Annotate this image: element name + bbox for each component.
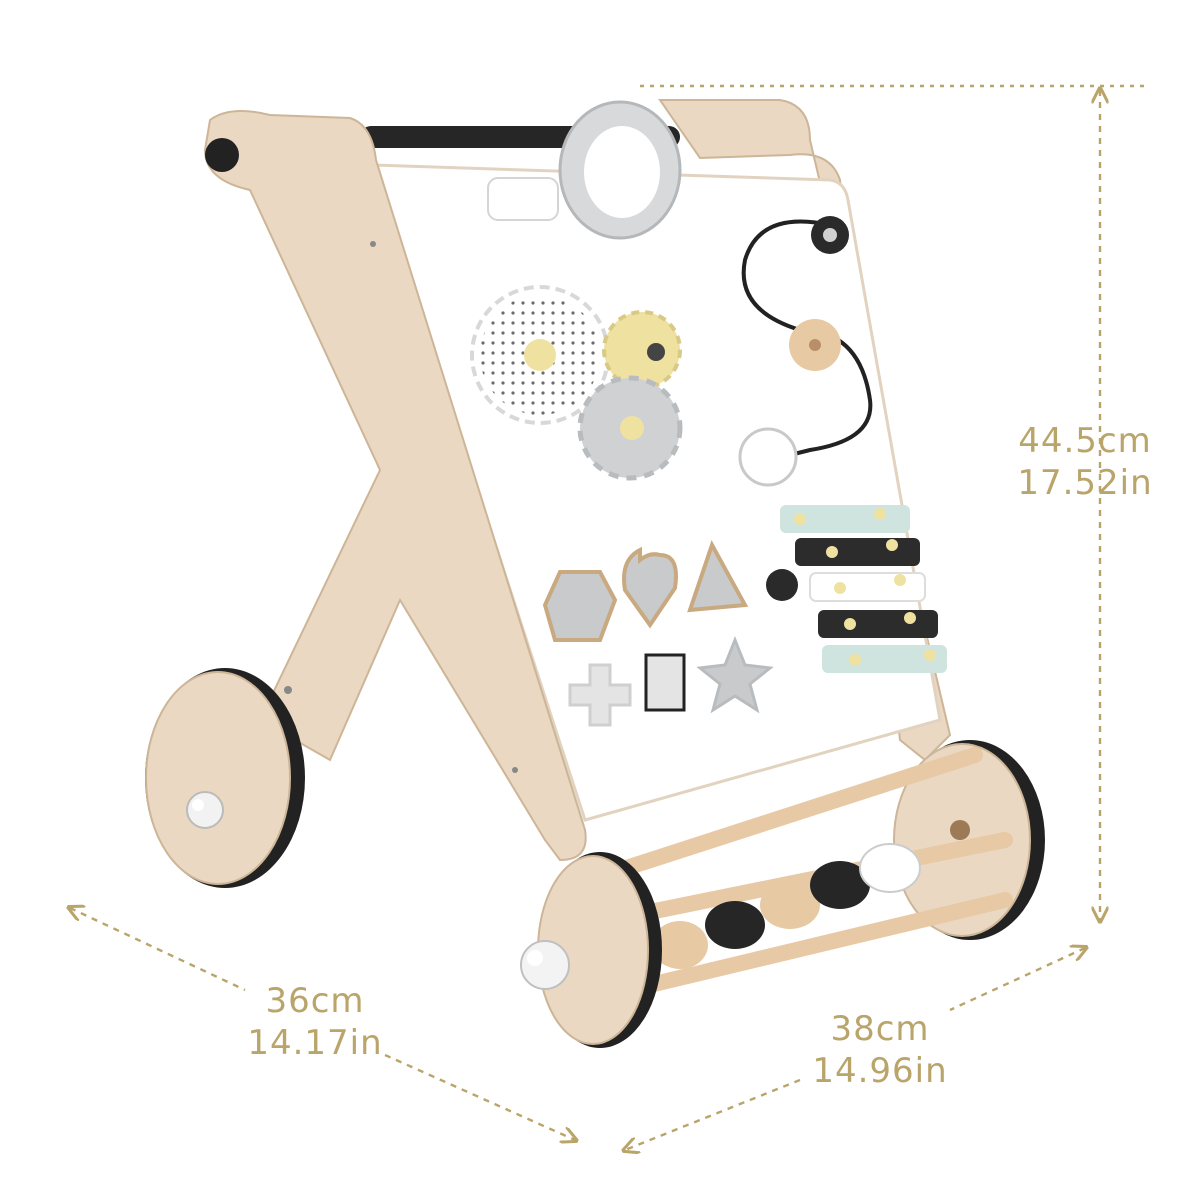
right-width-imperial: 14.96in [812, 1051, 948, 1091]
left-width-imperial: 14.17in [247, 1023, 383, 1063]
height-label: 44.5cm 17.52in [1010, 420, 1160, 504]
left-side-frame [203, 110, 587, 862]
right-width-metric: 38cm [830, 1009, 930, 1049]
mirror [487, 100, 682, 240]
left-width-label: 36cm 14.17in [230, 980, 400, 1064]
left-front-wheel [520, 852, 662, 1048]
right-width-dimension-line [625, 948, 1085, 1150]
height-dimension-line [640, 84, 1145, 920]
xylophone [766, 505, 947, 673]
bead-maze [738, 216, 873, 487]
left-wheel [145, 668, 305, 888]
left-width-dimension-line [70, 908, 575, 1140]
left-width-metric: 36cm [265, 981, 365, 1021]
shape-sorter [542, 540, 774, 727]
height-imperial: 17.52in [1017, 463, 1153, 503]
abacus [612, 747, 1013, 993]
handle-cap [205, 138, 239, 172]
gear-toys [470, 285, 683, 481]
height-metric: 44.5cm [1018, 421, 1152, 461]
right-width-label: 38cm 14.96in [790, 1008, 970, 1092]
